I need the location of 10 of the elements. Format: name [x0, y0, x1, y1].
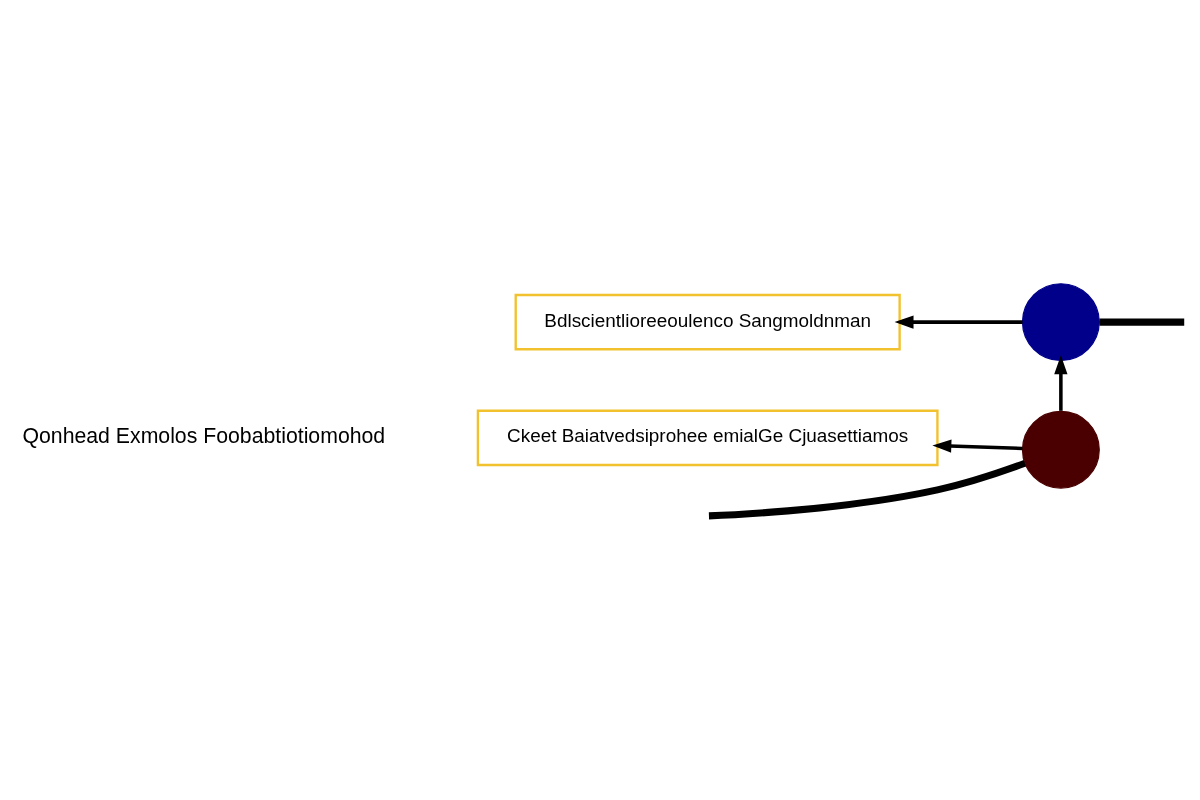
- node-box: Bdlscientlioreeoulenco Sangmoldnman: [514, 293, 901, 351]
- node-person: [1021, 283, 1100, 362]
- node-box: Ckeet Baiatvedsiprohee emialGe Cjuasettiamos: [476, 409, 939, 467]
- connector: [708, 459, 1027, 520]
- node-person: [1021, 410, 1100, 489]
- arrow: [894, 315, 1023, 329]
- label: Qonhead Exmolos Foobabtiotiomohod: [22, 424, 386, 449]
- connector: [1099, 318, 1185, 326]
- arrow: [932, 439, 1023, 453]
- arrow: [1054, 355, 1068, 411]
